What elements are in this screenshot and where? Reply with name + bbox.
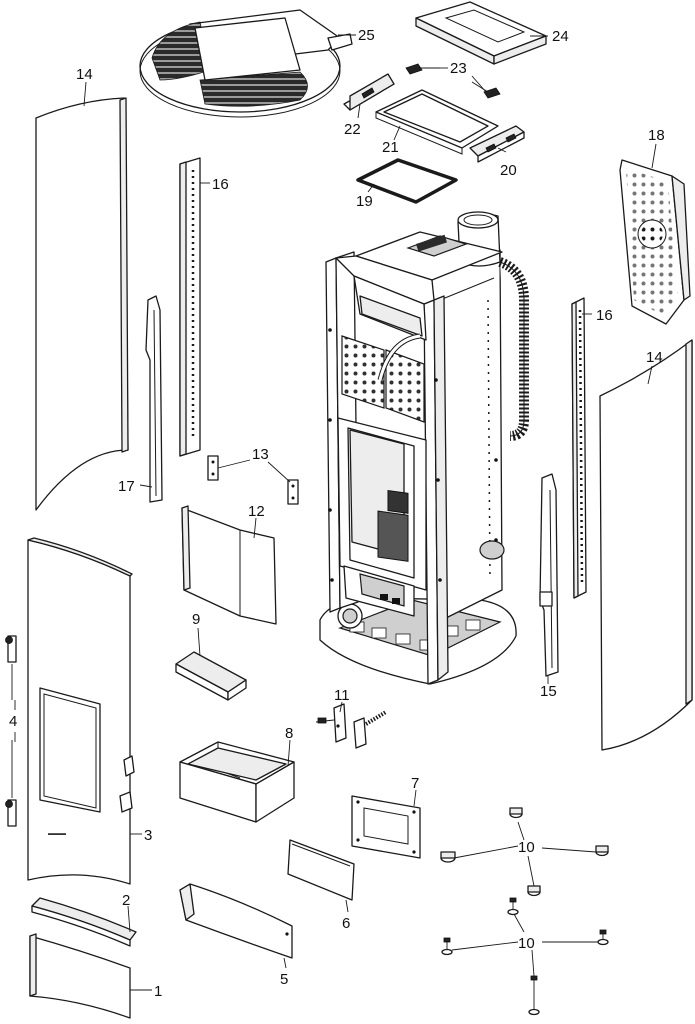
part-25-top-grill xyxy=(139,9,353,118)
label-16-right: 16 xyxy=(596,307,613,324)
part-21-frame xyxy=(375,89,499,155)
label-16-left: 16 xyxy=(212,176,229,193)
part-4-hinges xyxy=(5,635,17,827)
label-20: 20 xyxy=(500,162,517,179)
part-2-lip xyxy=(31,897,137,947)
part-17-strip xyxy=(145,295,163,503)
part-23-clips xyxy=(405,63,501,99)
main-stove-body xyxy=(319,211,529,685)
label-17: 17 xyxy=(118,478,135,495)
part-18-perforated-panel xyxy=(619,159,691,325)
part-20-bracket xyxy=(469,125,525,163)
label-1: 1 xyxy=(154,983,162,1000)
part-labels: 14 16 25 24 23 22 21 20 19 18 16 14 17 1… xyxy=(9,27,665,1000)
label-25: 25 xyxy=(358,27,375,44)
leader-lines xyxy=(14,34,657,991)
part-22-bracket xyxy=(343,73,395,111)
part-19-gasket xyxy=(356,158,458,204)
label-24: 24 xyxy=(552,28,569,45)
label-22: 22 xyxy=(344,121,361,138)
label-8: 8 xyxy=(285,725,293,742)
label-11: 11 xyxy=(334,687,350,704)
part-6-cover-plate xyxy=(287,839,355,901)
part-16-right-rail xyxy=(571,297,587,599)
part-14-left-side-panel xyxy=(35,97,129,511)
part-13-small-plates xyxy=(207,455,299,505)
part-14-right-side-panel xyxy=(599,339,693,751)
label-13: 13 xyxy=(252,446,269,463)
part-5-lower-panel xyxy=(179,883,293,959)
part-11-fittings xyxy=(315,703,388,749)
part-24-top-lid xyxy=(415,1,547,65)
svg-text:▬▬▬: ▬▬▬ xyxy=(48,831,66,837)
label-19: 19 xyxy=(356,193,373,210)
label-18: 18 xyxy=(648,127,665,144)
label-7: 7 xyxy=(411,775,419,792)
label-14-left: 14 xyxy=(76,66,93,83)
part-9-channel xyxy=(175,651,247,701)
label-6: 6 xyxy=(342,915,350,932)
label-5: 5 xyxy=(280,971,288,988)
label-12: 12 xyxy=(248,503,265,520)
label-10-lower: 10 xyxy=(518,935,535,952)
label-4: 4 xyxy=(9,713,17,730)
label-14-right: 14 xyxy=(646,349,663,366)
label-21: 21 xyxy=(382,139,399,156)
label-23: 23 xyxy=(450,60,467,77)
part-16-left-rail xyxy=(179,157,201,457)
label-10-upper: 10 xyxy=(518,839,535,856)
part-12-bent-panel xyxy=(181,505,277,625)
part-3-front-panel: ▬▬▬ xyxy=(27,537,135,885)
part-7-flange xyxy=(351,795,421,859)
label-3: 3 xyxy=(144,827,152,844)
label-9: 9 xyxy=(192,611,200,628)
part-8-box xyxy=(179,741,295,823)
part-1-bottom-front xyxy=(29,933,131,1019)
label-2: 2 xyxy=(122,892,130,909)
feet-lower-set xyxy=(441,897,609,1016)
label-15: 15 xyxy=(540,683,557,700)
part-15-strip xyxy=(539,473,559,677)
